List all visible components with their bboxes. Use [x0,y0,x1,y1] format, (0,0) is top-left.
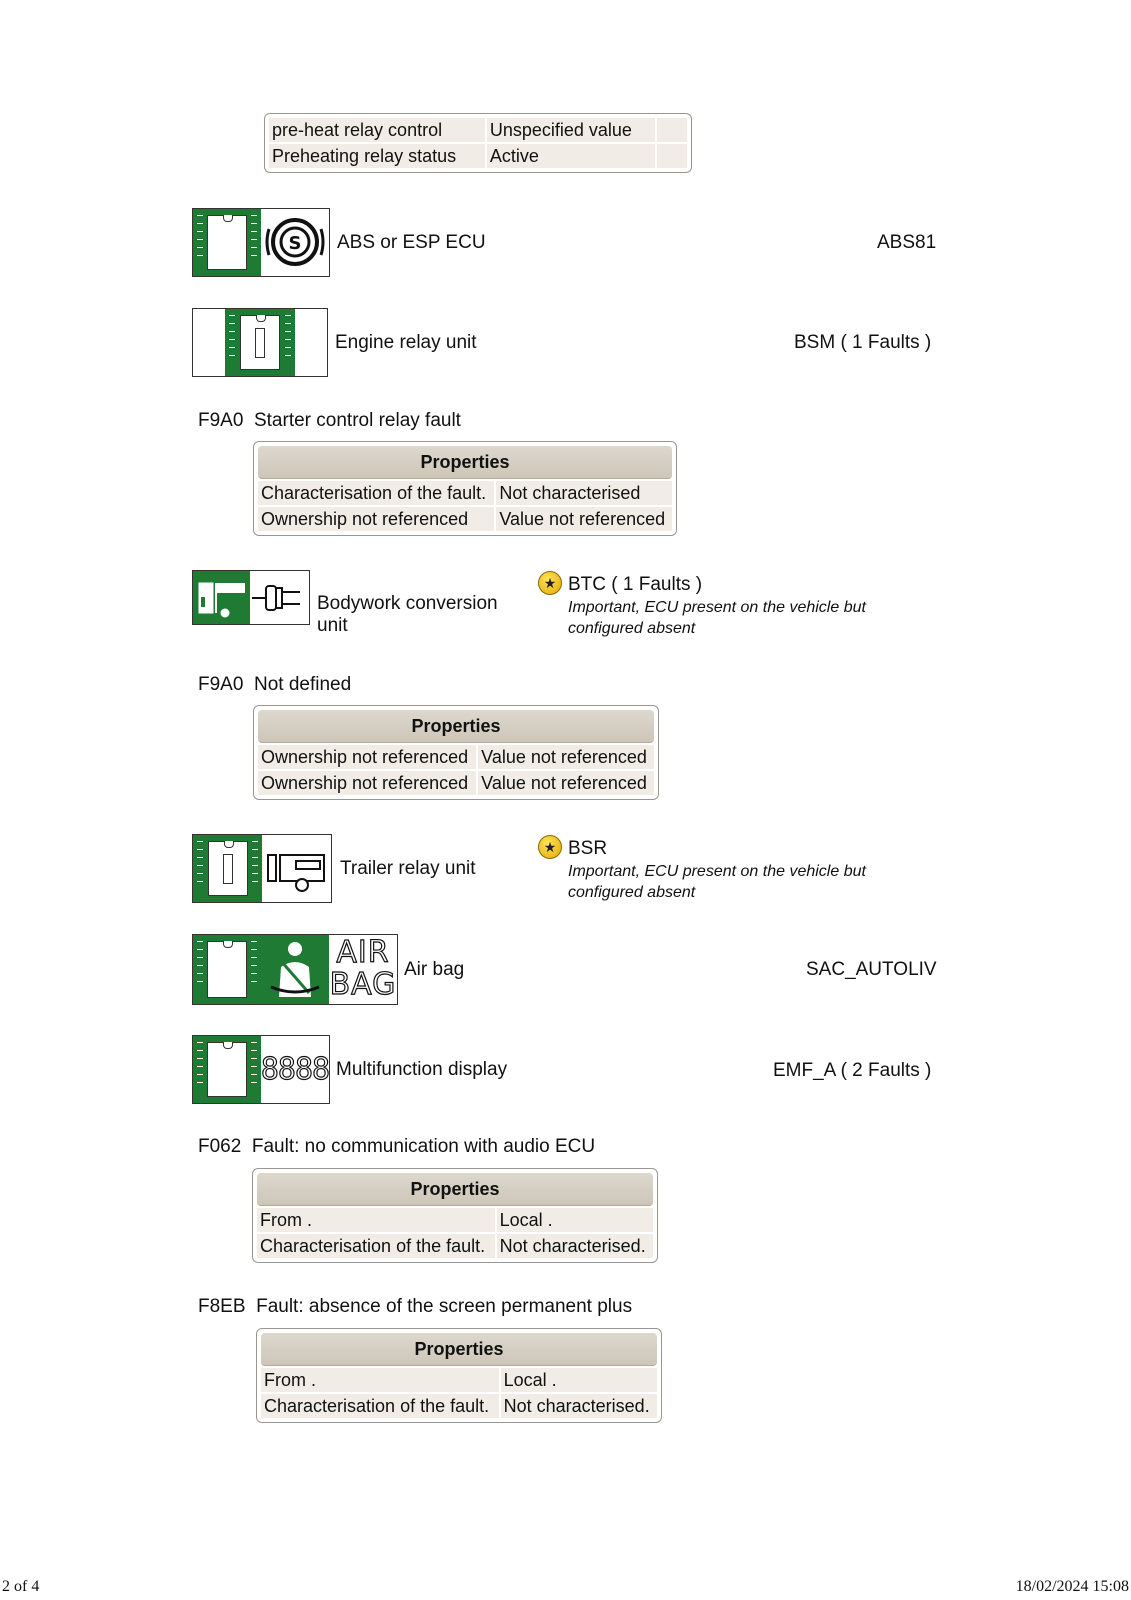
property-name: Characterisation of the fault. [257,1234,495,1258]
table-cell-empty [657,144,687,168]
star-warning-icon: ★ [538,571,562,595]
abs-ecu-icon-group: S [192,208,330,277]
property-name: pre-heat relay control [269,118,485,142]
bodywork-icon-group [192,570,310,625]
fault-properties-table: Properties Characterisation of the fault… [253,441,677,536]
ecu-icon [193,935,261,1004]
airbag-badge-top: AIR [336,935,390,970]
ecu-code: BSR [568,838,608,859]
fault-line: F8EB Fault: absence of the screen perman… [198,1296,632,1318]
table-header: Properties [261,1333,657,1366]
warning-note: Important, ECU present on the vehicle bu… [568,863,866,901]
property-name: Ownership not referenced [258,771,477,795]
abs-symbol-icon: S [261,209,329,276]
ecu-icon [193,209,261,276]
property-name: Ownership not referenced [258,745,477,769]
property-value: Value not referenced [478,745,654,769]
print-datetime: 18/02/2024 15:08 [1015,1578,1129,1595]
fault-label: Starter control relay fault [253,410,461,431]
relay-icon [225,309,295,376]
ecu-name: Bodywork conversion unit [317,593,498,636]
relay-icon [193,835,262,902]
ecu-name: Multifunction display [336,1059,508,1080]
fault-code: F8EB [198,1296,246,1317]
fault-properties-table: Properties Ownership not referenced Valu… [253,705,659,800]
property-value: Not characterised. [500,1394,657,1418]
ecu-icon [193,1036,261,1103]
seatbelt-person-icon [261,935,329,1004]
fault-code: F062 [198,1136,242,1157]
fault-properties-table: Properties From . Local . Characterisati… [256,1328,662,1423]
warning-note: Important, ECU present on the vehicle bu… [568,599,866,637]
table-row: Ownership not referenced Value not refer… [258,507,672,531]
property-name: From . [261,1368,499,1392]
ecu-code: BSM ( 1 Faults ) [794,332,932,353]
digital-display-icon: 8888 [260,1036,331,1103]
trailer-relay-icon-group [192,834,332,903]
ecu-name: Engine relay unit [335,332,477,353]
property-name: Characterisation of the fault. [261,1394,499,1418]
fault-line: F9A0 Not defined [198,674,351,696]
plug-connector-icon [250,571,309,624]
display-digits: 8888 [260,1051,330,1087]
property-value: Active [486,144,655,168]
property-name: From . [257,1208,495,1232]
star-warning-icon: ★ [538,835,562,859]
table-row: Characterisation of the fault. Not chara… [258,481,672,505]
table-row: Preheating relay status Active [269,144,687,168]
preheat-properties-table: pre-heat relay control Unspecified value… [264,113,692,173]
property-value: Value not referenced [478,771,654,795]
property-name: Preheating relay status [269,144,485,168]
table-row: pre-heat relay control Unspecified value [269,118,687,142]
ecu-code: SAC_AUTOLIV [806,959,937,980]
property-value: Local . [500,1368,657,1392]
fault-code: F9A0 [198,410,244,431]
table-header: Properties [258,446,672,479]
svg-text:S: S [289,233,302,254]
fault-label: Not defined [253,674,352,695]
ecu-code: EMF_A ( 2 Faults ) [773,1060,932,1081]
property-name: Ownership not referenced [258,507,495,531]
bodywork-unit-icon [193,571,250,624]
trailer-icon [262,835,331,902]
fault-label: Fault: absence of the screen permanent p… [256,1296,633,1317]
table-row: From . Local . [257,1208,653,1232]
property-value: Value not referenced [496,507,672,531]
property-value: Local . [496,1208,653,1232]
table-header: Properties [257,1173,653,1206]
engine-relay-icon-group [192,308,328,377]
fault-properties-table: Properties From . Local . Characterisati… [252,1168,658,1263]
airbag-badge: AIR BAG [329,935,397,1004]
property-value: Unspecified value [486,118,655,142]
table-row: Characterisation of the fault. Not chara… [261,1394,657,1418]
ecu-name: ABS or ESP ECU [337,232,486,253]
ecu-code: ABS81 [877,232,937,253]
fault-line: F9A0 Starter control relay fault [198,410,461,432]
property-value: Not characterised [496,481,672,505]
display-icon-group: 8888 [192,1035,331,1104]
property-value: Not characterised. [496,1234,653,1258]
airbag-badge-bottom: BAG [329,967,397,1002]
table-cell-empty [657,118,687,142]
page-number: 2 of 4 [2,1578,40,1595]
table-row: From . Local . [261,1368,657,1392]
table-row: Ownership not referenced Value not refer… [258,745,654,769]
table-row: Ownership not referenced Value not refer… [258,771,654,795]
fault-line: F062 Fault: no communication with audio … [198,1136,595,1158]
fault-code: F9A0 [198,674,244,695]
airbag-icon-group: AIR BAG [192,934,398,1005]
fault-label: Fault: no communication with audio ECU [251,1136,596,1157]
ecu-name: Trailer relay unit [340,858,476,879]
table-row: Characterisation of the fault. Not chara… [257,1234,653,1258]
table-header: Properties [258,710,654,743]
ecu-code: BTC ( 1 Faults ) [568,574,703,595]
ecu-name: Air bag [404,959,465,980]
property-name: Characterisation of the fault. [258,481,495,505]
